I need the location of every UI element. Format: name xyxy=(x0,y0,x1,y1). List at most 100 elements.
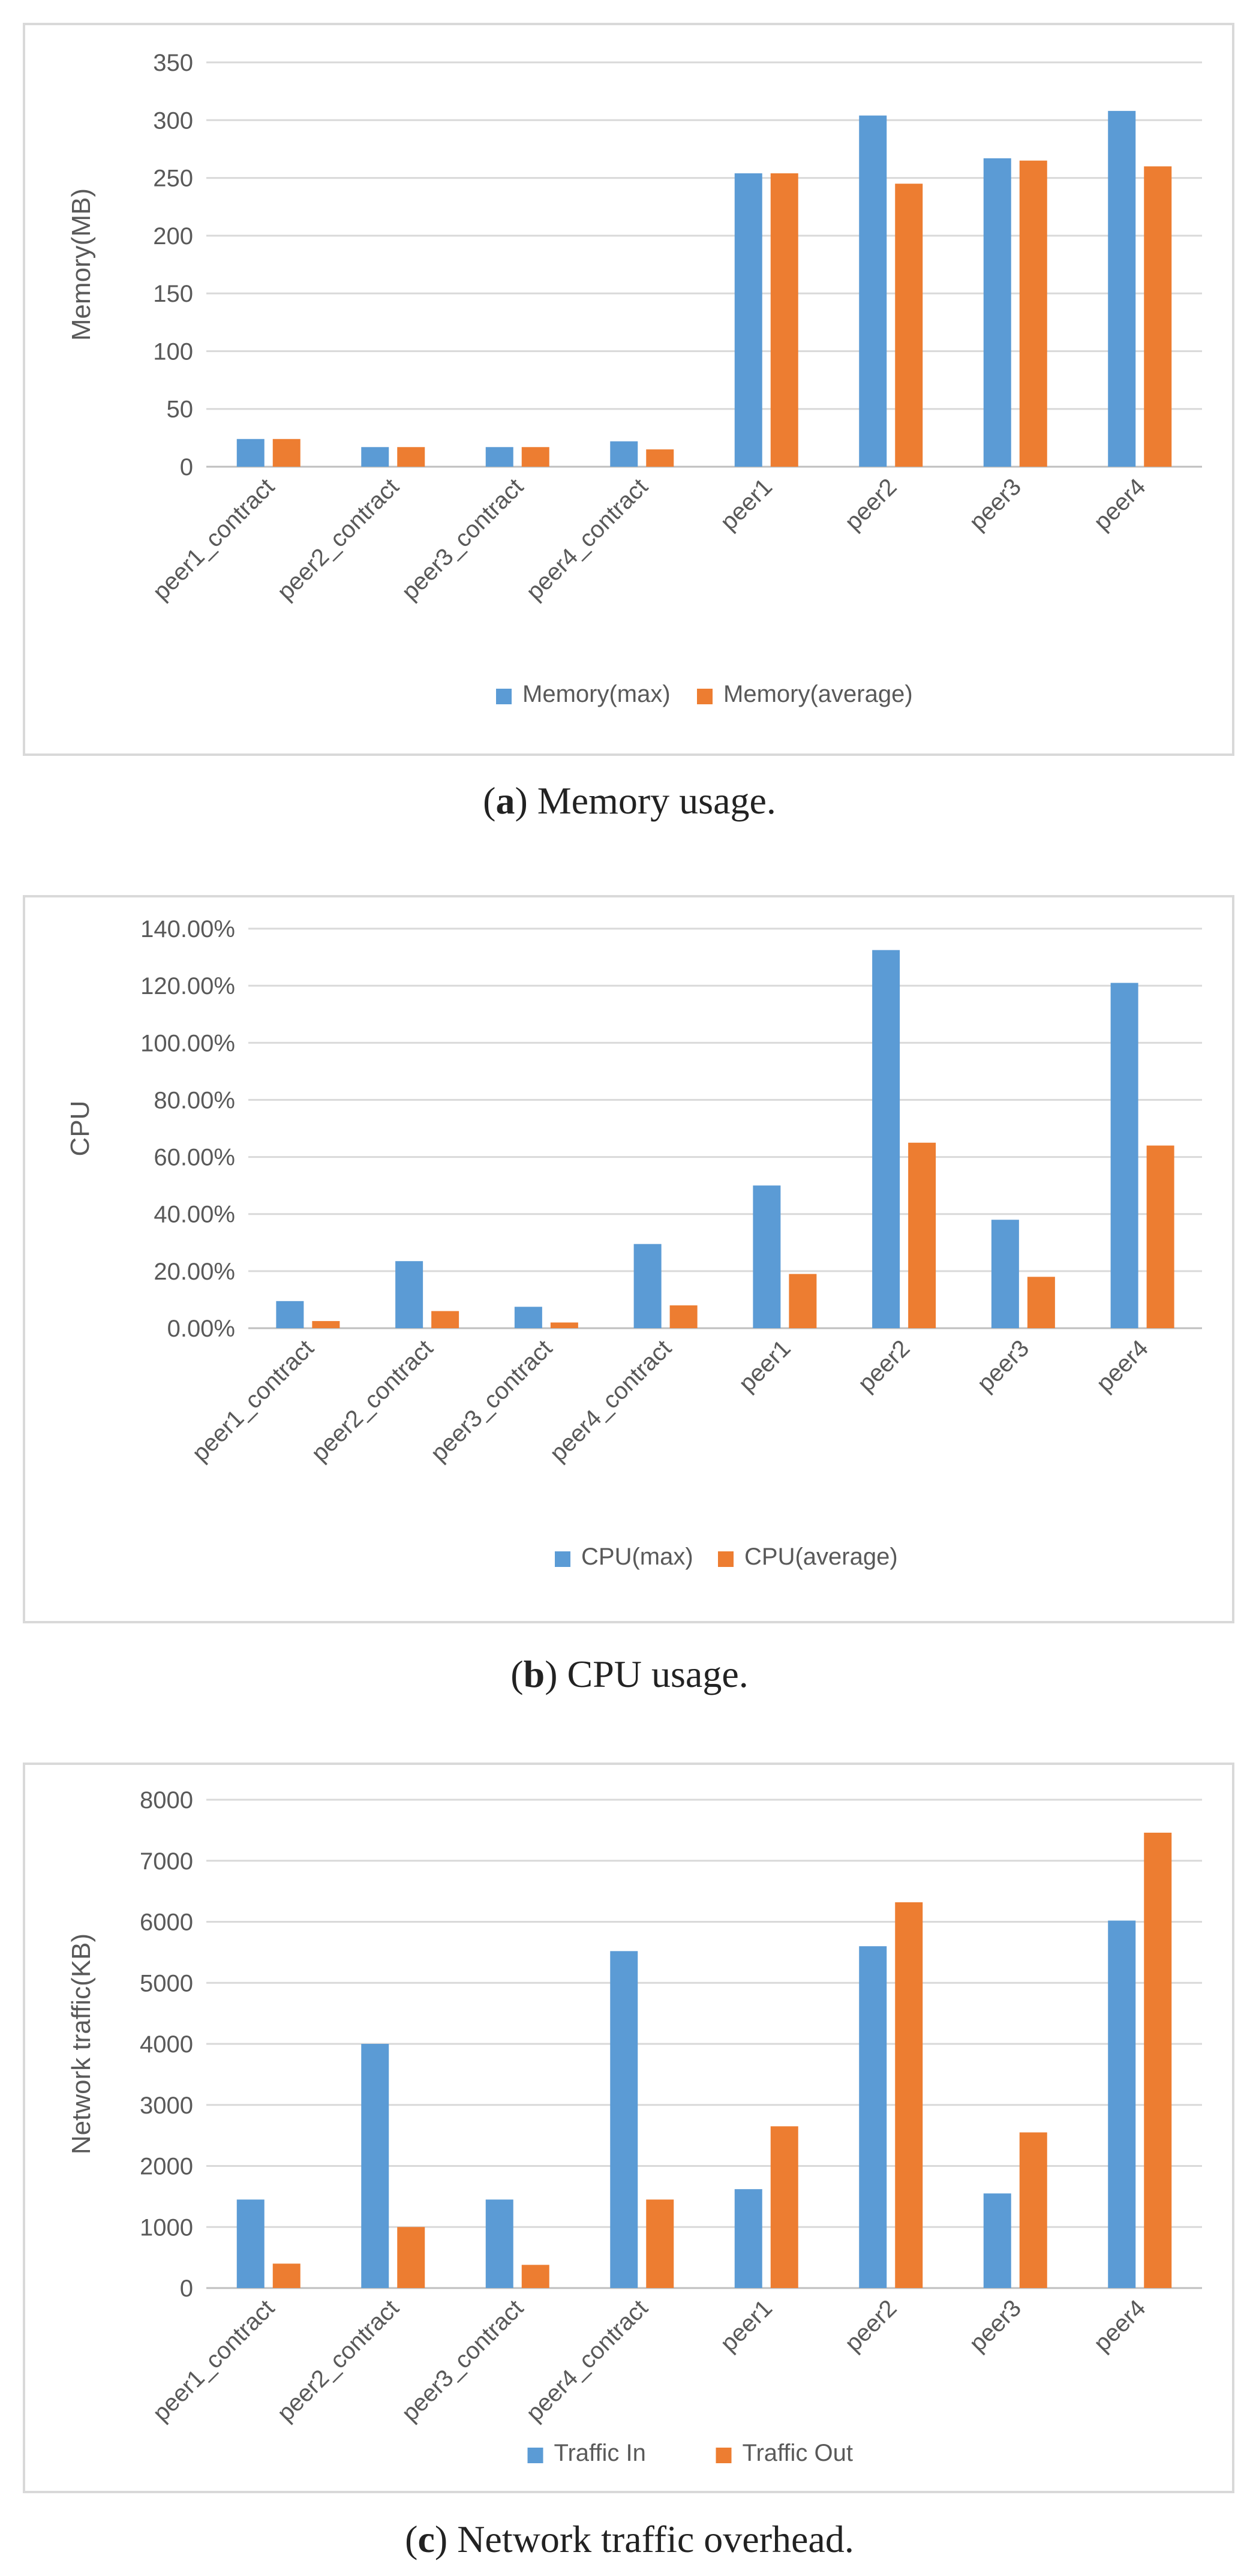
y-tick-label: 300 xyxy=(153,107,193,134)
x-category-label: peer2_contract xyxy=(272,2295,404,2427)
legend-label: Memory(max) xyxy=(522,681,671,707)
bar-Traffic Out xyxy=(770,2126,798,2288)
bar-Memory(max) xyxy=(361,447,389,467)
bar-Memory(average) xyxy=(895,184,923,467)
x-category-label: peer4 xyxy=(1089,473,1150,535)
bar-CPU(average) xyxy=(1146,1145,1174,1328)
y-tick-label: 1000 xyxy=(140,2214,193,2241)
caption-letter: b xyxy=(523,1653,545,1695)
bar-CPU(max) xyxy=(1110,983,1138,1328)
bar-Traffic In xyxy=(983,2193,1011,2288)
bar-Memory(max) xyxy=(485,447,513,467)
bar-CPU(average) xyxy=(431,1311,459,1328)
x-category-label: peer4_contract xyxy=(521,473,653,605)
x-category-label: peer3 xyxy=(964,473,1026,535)
bar-Traffic Out xyxy=(272,2263,301,2288)
y-tick-label: 50 xyxy=(167,397,194,423)
bar-CPU(max) xyxy=(276,1301,304,1328)
bar-Memory(average) xyxy=(521,447,549,467)
y-tick-label: 200 xyxy=(153,223,193,250)
bar-Traffic Out xyxy=(646,2199,674,2288)
bar-Memory(max) xyxy=(236,439,265,467)
x-category-label: peer3 xyxy=(972,1335,1034,1397)
bar-Traffic In xyxy=(610,1951,638,2288)
bar-Traffic In xyxy=(1108,1920,1136,2288)
x-category-label: peer1 xyxy=(716,473,777,535)
memory-chart-caption: (a) Memory usage. xyxy=(0,779,1259,823)
bar-CPU(average) xyxy=(1027,1277,1055,1328)
legend-label: CPU(average) xyxy=(744,1544,898,1570)
x-category-label: peer3 xyxy=(964,2295,1026,2356)
bar-CPU(average) xyxy=(789,1274,817,1328)
bar-CPU(max) xyxy=(872,950,900,1328)
y-tick-label: 140.00% xyxy=(140,916,235,942)
bar-Traffic Out xyxy=(895,1902,923,2288)
bar-Traffic In xyxy=(236,2199,265,2288)
y-axis-label: Memory(MB) xyxy=(67,188,96,341)
bar-CPU(max) xyxy=(753,1185,781,1328)
bar-Traffic In xyxy=(485,2199,513,2288)
bar-CPU(max) xyxy=(991,1220,1019,1328)
x-category-label: peer1_contract xyxy=(148,473,280,605)
bar-CPU(average) xyxy=(550,1322,578,1328)
y-tick-label: 5000 xyxy=(140,1970,193,1996)
bar-Memory(average) xyxy=(1019,160,1047,467)
network-traffic-bar-chart: 010002000300040005000600070008000Network… xyxy=(67,1787,1202,2466)
y-tick-label: 350 xyxy=(153,50,193,76)
y-tick-label: 0.00% xyxy=(167,1316,235,1342)
caption-text: ) CPU usage. xyxy=(545,1653,749,1695)
bar-CPU(max) xyxy=(395,1261,423,1328)
bar-CPU(average) xyxy=(669,1305,698,1328)
y-tick-label: 60.00% xyxy=(154,1145,235,1171)
x-category-label: peer4_contract xyxy=(545,1335,677,1467)
x-category-label: peer1 xyxy=(734,1335,795,1397)
x-category-label: peer3_contract xyxy=(396,473,528,605)
legend-label: Traffic Out xyxy=(743,2440,854,2466)
bar-Traffic In xyxy=(859,1946,887,2288)
y-tick-label: 0 xyxy=(180,2275,193,2302)
cpu-bar-chart: 0.00%20.00%40.00%60.00%80.00%100.00%120.… xyxy=(65,916,1202,1570)
bar-Memory(average) xyxy=(646,449,674,467)
x-category-label: peer4_contract xyxy=(521,2295,653,2427)
x-category-label: peer1_contract xyxy=(148,2295,280,2427)
legend-label: CPU(max) xyxy=(581,1544,693,1570)
bar-Memory(max) xyxy=(983,158,1011,467)
y-tick-label: 250 xyxy=(153,166,193,192)
x-category-label: peer2 xyxy=(853,1335,915,1397)
legend-swatch xyxy=(527,2448,543,2463)
y-tick-label: 8000 xyxy=(140,1787,193,1814)
legend-swatch xyxy=(716,2448,732,2463)
x-category-label: peer3_contract xyxy=(396,2295,528,2427)
legend-swatch xyxy=(555,1551,570,1567)
x-category-label: peer2_contract xyxy=(272,473,404,605)
bar-Memory(average) xyxy=(1144,166,1172,467)
bar-CPU(average) xyxy=(312,1321,340,1328)
caption-prefix: ( xyxy=(483,779,496,822)
bar-Memory(max) xyxy=(859,115,887,467)
x-category-label: peer2_contract xyxy=(307,1335,438,1467)
y-tick-label: 4000 xyxy=(140,2031,193,2058)
caption-letter: a xyxy=(495,779,515,822)
x-category-label: peer2 xyxy=(840,473,902,535)
bar-CPU(max) xyxy=(514,1307,542,1328)
caption-prefix: ( xyxy=(510,1653,524,1695)
bar-Traffic Out xyxy=(1019,2132,1047,2288)
legend-swatch xyxy=(718,1551,734,1567)
y-tick-label: 0 xyxy=(180,454,193,481)
x-category-label: peer4 xyxy=(1089,2295,1150,2356)
bar-Memory(max) xyxy=(1108,110,1136,467)
x-category-label: peer1_contract xyxy=(187,1335,319,1467)
bar-Memory(max) xyxy=(734,173,762,467)
bar-Traffic In xyxy=(734,2189,762,2288)
caption-letter: c xyxy=(417,2518,435,2560)
y-tick-label: 150 xyxy=(153,281,193,307)
bar-Memory(max) xyxy=(610,441,638,467)
legend-label: Traffic In xyxy=(554,2440,646,2466)
legend-label: Memory(average) xyxy=(723,681,913,707)
bar-Traffic Out xyxy=(521,2265,549,2288)
y-tick-label: 2000 xyxy=(140,2154,193,2180)
bar-Memory(average) xyxy=(397,447,425,467)
network-chart-caption: (c) Network traffic overhead. xyxy=(0,2517,1259,2562)
